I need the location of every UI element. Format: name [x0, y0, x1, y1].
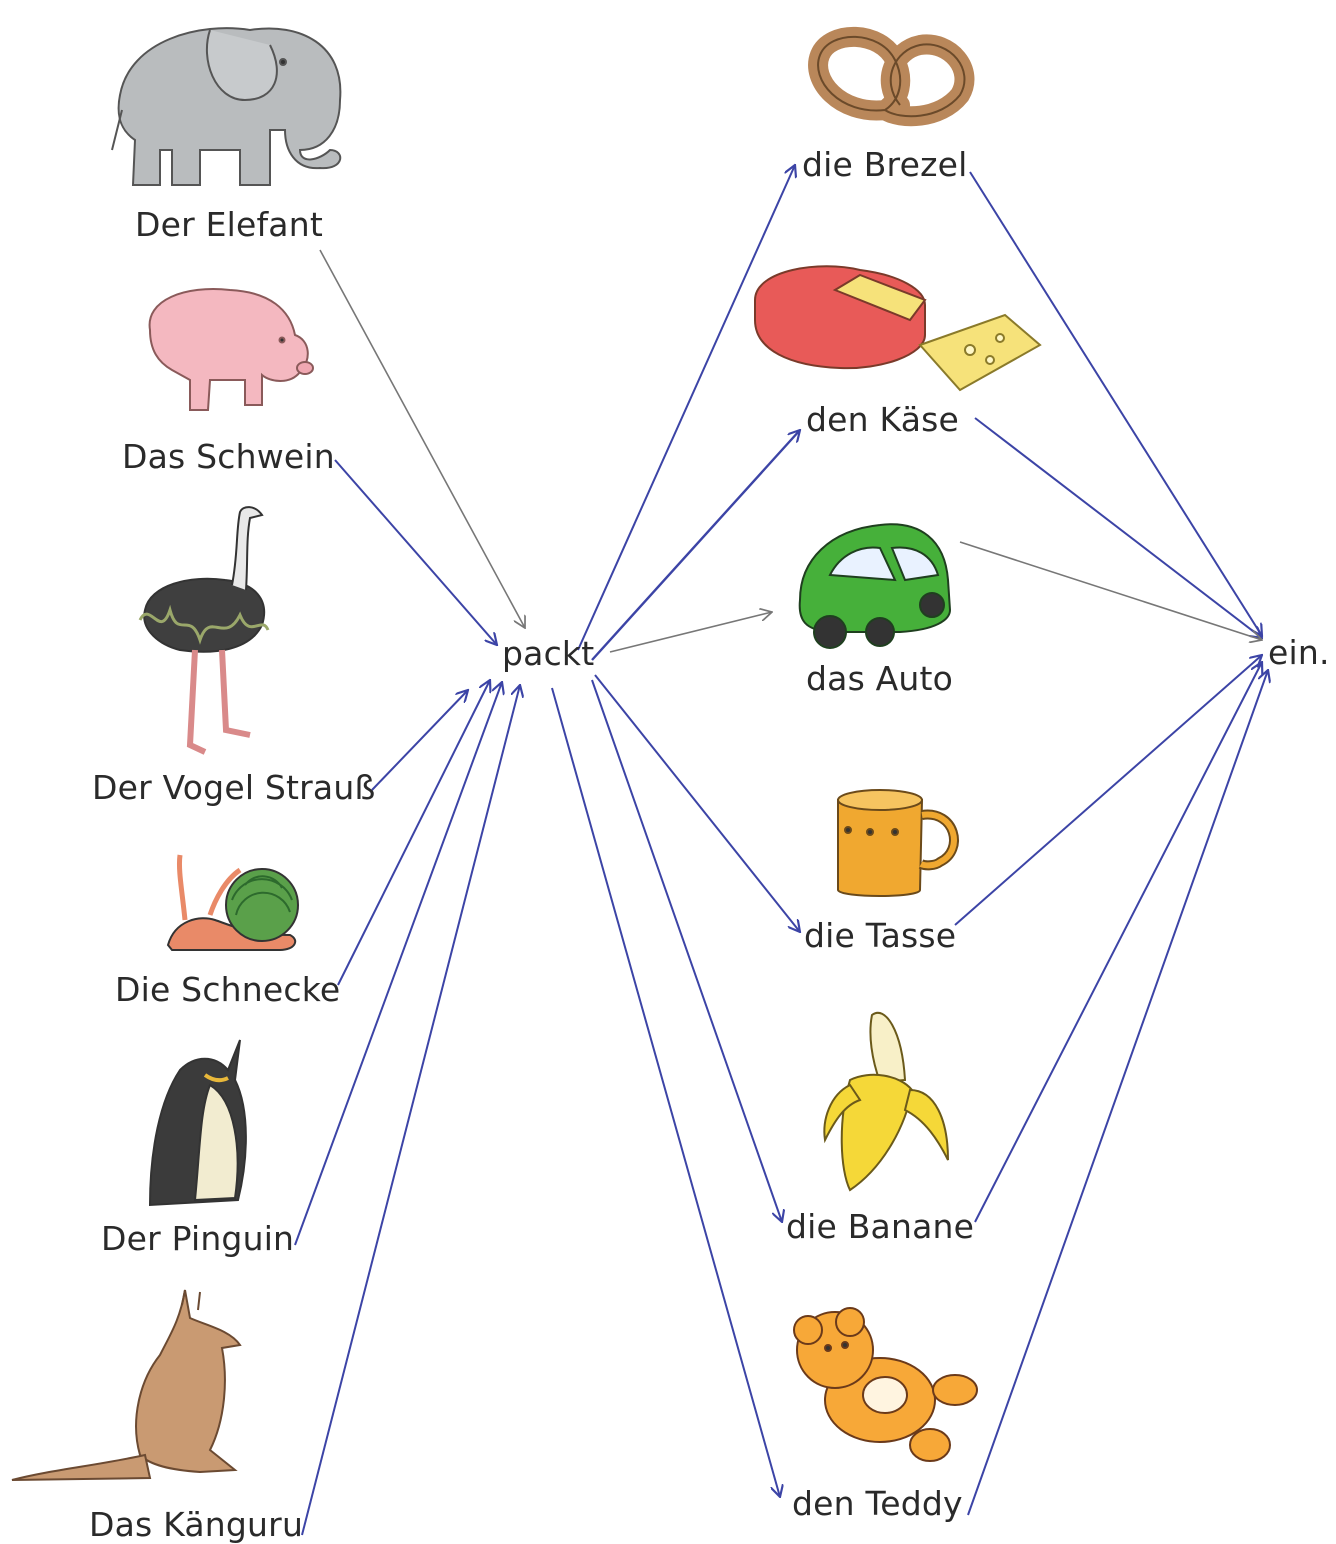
verb-label: packt	[502, 634, 595, 673]
object-label-auto: das Auto	[806, 659, 954, 698]
arrow-packt-auto	[609, 612, 772, 653]
arrow-kaenguru-packt	[301, 685, 520, 1536]
penguin-icon	[148, 1039, 247, 1207]
object-label-banane: die Banane	[786, 1207, 975, 1246]
subject-label-elefant: Der Elefant	[135, 205, 323, 244]
arrow-schwein-packt	[334, 459, 497, 645]
elephant-icon	[111, 27, 342, 186]
ending-label: ein.	[1268, 633, 1330, 672]
snail-icon	[166, 854, 299, 951]
arrow-elefant-packt	[319, 249, 525, 628]
subject-label-schwein: Das Schwein	[122, 437, 335, 476]
arrow-auto-ein	[959, 541, 1262, 640]
object-label-teddy: den Teddy	[792, 1484, 963, 1523]
cheese-icon	[754, 265, 1042, 392]
car-icon	[798, 523, 952, 649]
subject-label-kaenguru: Das Känguru	[89, 1505, 304, 1544]
object-label-tasse: die Tasse	[804, 916, 957, 955]
arrow-packt-tasse	[594, 674, 800, 932]
arrow-packt-teddy	[551, 687, 780, 1497]
arrow-teddy-ein	[967, 670, 1268, 1516]
arrow-schnecke-packt	[337, 680, 490, 986]
arrow-kaese-ein	[974, 417, 1262, 638]
object-label-kaese: den Käse	[806, 400, 960, 439]
pig-icon	[148, 288, 314, 411]
kangaroo-icon	[11, 1289, 242, 1481]
teddy-bear-icon	[793, 1307, 978, 1462]
arrow-strauss-packt	[371, 690, 468, 791]
banana-icon	[823, 1012, 949, 1192]
arrow-tasse-ein	[954, 655, 1262, 926]
arrow-pinguin-packt	[294, 682, 502, 1246]
arrow-packt-banane	[591, 679, 782, 1222]
mug-icon	[837, 789, 959, 897]
arrow-banane-ein	[974, 662, 1262, 1223]
ostrich-icon	[138, 506, 270, 755]
subject-label-schnecke: Die Schnecke	[115, 970, 341, 1009]
subject-label-strauss: Der Vogel Strauß	[92, 768, 376, 807]
arrow-packt-kaese	[591, 430, 800, 661]
arrow-brezel-ein	[969, 171, 1262, 636]
pretzel-icon	[808, 26, 975, 127]
arrow-packt-brezel	[577, 165, 795, 651]
object-label-brezel: die Brezel	[802, 145, 968, 184]
connection-arrows	[294, 165, 1268, 1536]
subject-label-pinguin: Der Pinguin	[101, 1219, 295, 1258]
